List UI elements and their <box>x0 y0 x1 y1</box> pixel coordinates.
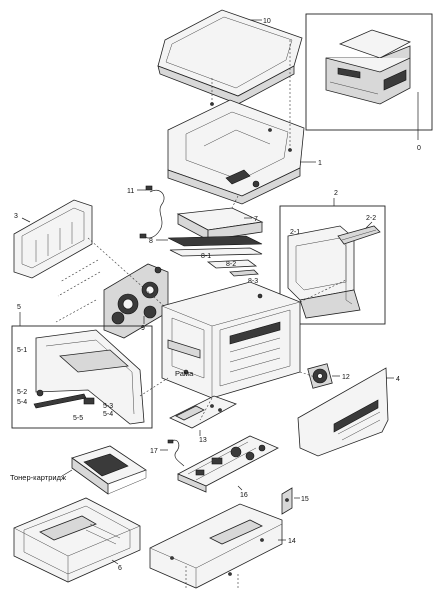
part-toner-cartridge <box>71 445 147 495</box>
part-bracket <box>281 487 293 515</box>
label-part-5-2: 5-2 <box>17 389 27 396</box>
label-part-6: 6 <box>118 565 122 572</box>
guide-fan <box>299 371 319 379</box>
label-part-5-5: 5-5 <box>73 415 83 422</box>
label-part-5-4a: 5-4 <box>17 399 27 406</box>
label-part-5-1: 5-1 <box>17 347 27 354</box>
part-base-frame <box>149 503 283 590</box>
part-front-rail <box>33 389 95 409</box>
part-printer-assembled <box>325 29 412 105</box>
label-frame: Рама <box>175 369 194 378</box>
part-main-frame <box>161 281 301 399</box>
leader-2-2 <box>365 221 373 229</box>
label-part-8-2: 8-2 <box>226 261 236 268</box>
label-part-7: 7 <box>254 216 258 223</box>
leader-toner <box>61 469 73 477</box>
guide-front <box>139 377 169 397</box>
label-part-11: 11 <box>127 188 134 195</box>
part-laser-unit <box>167 235 263 277</box>
label-part-2-2: 2-2 <box>366 215 376 222</box>
group-2-frame <box>279 205 386 325</box>
label-part-8: 8 <box>149 238 153 245</box>
label-part-13: 13 <box>199 437 207 444</box>
part-scanner-lid <box>157 9 303 105</box>
label-toner-cartridge: Тонер-картридж <box>10 473 66 482</box>
label-part-14: 14 <box>288 538 296 545</box>
inset-frame <box>305 13 433 131</box>
guide-left-cover <box>87 237 165 307</box>
label-part-8-1: 8-1 <box>201 253 211 260</box>
guide-rear <box>299 279 347 303</box>
label-part-0: 0 <box>417 145 421 152</box>
part-front-cover <box>35 329 145 425</box>
label-part-17: 17 <box>150 448 158 455</box>
part-power-board <box>177 435 279 493</box>
leader-16 <box>237 485 243 491</box>
part-left-cover <box>13 199 93 279</box>
label-part-15: 15 <box>301 496 309 503</box>
label-part-9: 9 <box>141 325 145 332</box>
part-rear-cover <box>287 225 361 319</box>
part-cable <box>139 185 165 239</box>
label-part-4: 4 <box>396 376 400 383</box>
guide-board <box>199 397 213 421</box>
part-top-cover <box>176 207 264 241</box>
part-fan <box>307 363 333 389</box>
part-control-board <box>169 395 237 429</box>
part-paper-cassette <box>13 497 141 583</box>
label-part-5-3: 5-3 <box>103 403 113 410</box>
label-part-8-3: 8-3 <box>248 278 258 285</box>
part-scanner-unit <box>167 99 305 205</box>
part-right-cover <box>297 367 389 457</box>
label-part-5-4b: 5-4 <box>103 411 113 418</box>
leader-3 <box>21 217 31 223</box>
label-part-5: 5 <box>17 304 21 311</box>
leader-6 <box>111 559 119 565</box>
label-part-3: 3 <box>14 213 18 220</box>
part-rear-guide <box>337 225 381 305</box>
label-part-1: 1 <box>318 160 322 167</box>
label-part-2-1: 2-1 <box>290 229 300 236</box>
group-5-frame <box>11 325 153 429</box>
label-part-2: 2 <box>334 190 338 197</box>
part-harness <box>167 439 185 467</box>
label-part-10: 10 <box>263 18 271 25</box>
label-part-12: 12 <box>342 374 350 381</box>
label-part-16: 16 <box>240 492 248 499</box>
